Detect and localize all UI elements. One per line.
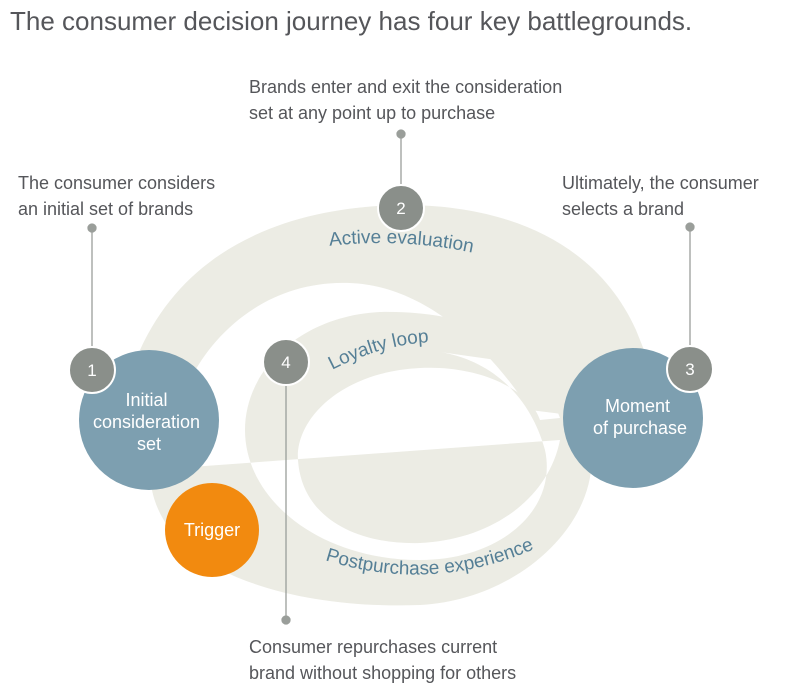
loyalty-loop-band [150, 311, 592, 606]
initial-consideration-label: Initial consideration set [93, 390, 205, 454]
callout-3: Ultimately, the consumer selects a brand [562, 170, 759, 222]
marker-1-number: 1 [87, 361, 96, 380]
callout-3-line-1: Ultimately, the consumer [562, 173, 759, 193]
marker-3 [666, 345, 714, 393]
callout-4: Consumer repurchases current brand witho… [249, 634, 516, 686]
page-title: The consumer decision journey has four k… [10, 6, 693, 36]
marker-1 [68, 346, 116, 394]
marker-4-number: 4 [281, 353, 290, 372]
callout-3-dot [685, 222, 695, 232]
callout-2-line-2: set at any point up to purchase [249, 103, 496, 123]
trigger-circle [165, 483, 259, 577]
marker-3-number: 3 [685, 360, 694, 379]
marker-4 [262, 338, 310, 386]
callout-2-dot [396, 129, 406, 139]
callout-2: Brands enter and exit the consideration … [249, 74, 562, 126]
callout-2-line-1: Brands enter and exit the consideration [249, 77, 563, 97]
moment-of-purchase-label: Moment of purchase [593, 396, 687, 438]
marker-2-number: 2 [396, 199, 405, 218]
callout-3-line-2: selects a brand [562, 199, 685, 219]
callout-1-dot [87, 223, 97, 233]
callout-1: The consumer considers an initial set of… [18, 170, 215, 222]
initial-consideration-circle [79, 350, 219, 490]
marker-2 [377, 184, 425, 232]
callout-4-line-2: brand without shopping for others [249, 663, 517, 683]
callout-4-line-1: Consumer repurchases current [249, 637, 498, 657]
moment-of-purchase-circle [563, 348, 703, 488]
trigger-label: Trigger [184, 520, 240, 540]
callout-1-line-2: an initial set of brands [18, 199, 194, 219]
callout-1-line-1: The consumer considers [18, 173, 216, 193]
callout-4-dot [281, 615, 291, 625]
